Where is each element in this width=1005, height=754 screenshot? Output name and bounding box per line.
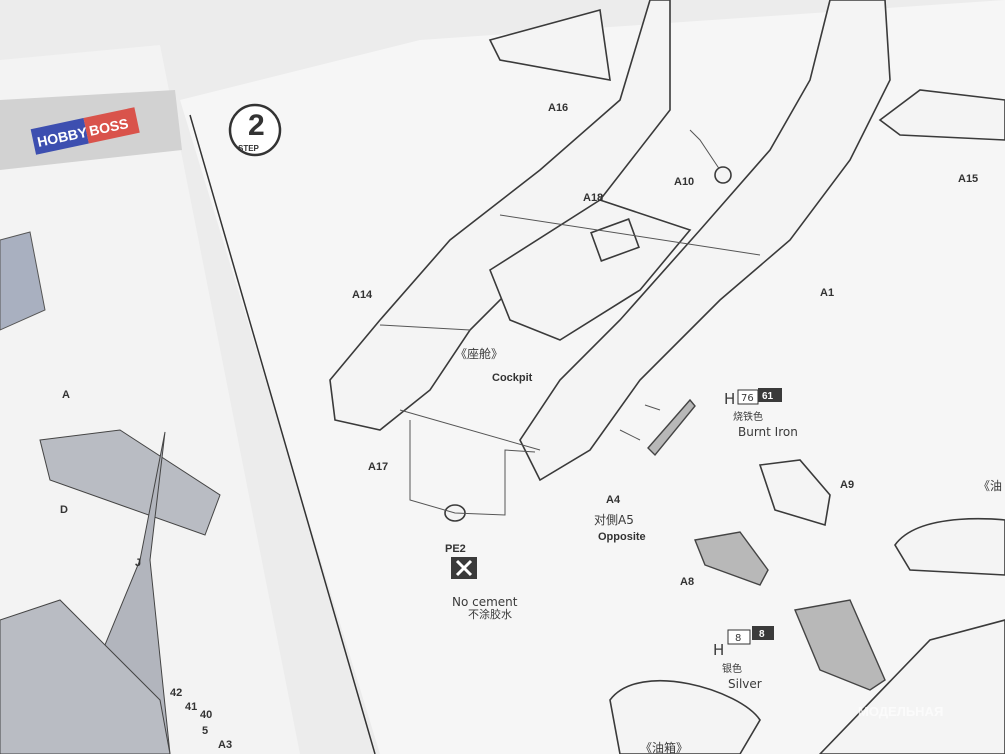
label-a8: A8 bbox=[680, 576, 694, 588]
tail-wheel-icon bbox=[714, 166, 732, 184]
label-5: 5 bbox=[202, 725, 208, 737]
paint1-code2: 61 bbox=[762, 391, 774, 402]
label-a17: A17 bbox=[368, 461, 388, 473]
label-a4: A4 bbox=[606, 494, 621, 506]
drop-tank-bottom bbox=[609, 679, 761, 754]
label-a: A bbox=[62, 389, 70, 401]
part-a8 bbox=[694, 531, 769, 586]
hobby-boss-logo: HOBBY BOSS bbox=[30, 107, 140, 155]
paint1-code1: 76 bbox=[741, 393, 754, 404]
paint1-prefix: H bbox=[724, 390, 735, 408]
label-a16: A16 bbox=[548, 102, 568, 114]
watermark: МОДЕЛЬНАЯ bbox=[858, 704, 943, 719]
edge-label-cn: 《油 bbox=[978, 479, 1002, 493]
paint2-prefix: H bbox=[713, 641, 724, 659]
left-wing-fragment bbox=[0, 231, 46, 331]
paint2-code2: 8 bbox=[759, 629, 765, 640]
step-number: 2 bbox=[248, 109, 265, 142]
label-a1: A1 bbox=[820, 287, 834, 299]
paint2-code1: 8 bbox=[735, 633, 741, 644]
paint-callout-silver: H 8 8 银色 Silver bbox=[713, 626, 774, 691]
step-badge: 2 STEP bbox=[228, 103, 282, 157]
part-a9 bbox=[758, 459, 831, 527]
assembly-guide-lines bbox=[379, 214, 761, 516]
label-a10: A10 bbox=[674, 176, 694, 188]
sheet-border bbox=[189, 114, 376, 754]
drop-tank-right bbox=[894, 517, 1005, 576]
wing-assembly bbox=[818, 619, 1005, 754]
paint1-name-en: Burnt Iron bbox=[738, 425, 798, 439]
tank-label-cn: 《油箱》 bbox=[640, 740, 688, 754]
cockpit-label-en: Cockpit bbox=[492, 372, 533, 384]
label-j: J bbox=[135, 557, 141, 569]
no-cement-label-en: No cement bbox=[452, 595, 518, 609]
seat bbox=[590, 218, 640, 262]
label-42: 42 bbox=[170, 687, 182, 699]
paint-callout-burnt-iron: H 76 61 烧铁色 Burnt Iron bbox=[724, 388, 798, 439]
part-a8-painted bbox=[794, 599, 886, 691]
label-a14: A14 bbox=[352, 289, 373, 301]
part-a15-tailplane bbox=[878, 89, 1005, 141]
part-a16-tailplane bbox=[488, 8, 611, 81]
no-cement-icon bbox=[451, 557, 477, 579]
fuselage bbox=[59, 431, 171, 754]
part-a4-exhaust bbox=[647, 398, 696, 457]
tailplane bbox=[39, 429, 221, 536]
opposite-label-en: Opposite bbox=[598, 531, 646, 543]
label-d: D bbox=[60, 504, 68, 516]
paint2-name-en: Silver bbox=[728, 677, 762, 691]
label-40: 40 bbox=[200, 709, 212, 721]
opposite-label-cn: 对側A5 bbox=[594, 513, 634, 527]
paint2-name-cn: 银色 bbox=[722, 662, 742, 675]
no-cement-label-cn: 不涂胶水 bbox=[468, 607, 512, 621]
label-a3: A3 bbox=[218, 739, 232, 751]
cockpit-floor bbox=[489, 199, 692, 341]
wing bbox=[0, 599, 171, 754]
step-label: STEP bbox=[238, 144, 260, 153]
label-pe2: PE2 bbox=[445, 543, 466, 555]
tail-wheel bbox=[689, 129, 721, 171]
cockpit-label-cn: 《座舱》 bbox=[455, 346, 503, 361]
label-a9: A9 bbox=[840, 479, 854, 491]
label-41: 41 bbox=[185, 701, 197, 713]
label-a15: A15 bbox=[958, 173, 978, 185]
left-sheet bbox=[0, 45, 300, 754]
fuselage-right-half bbox=[519, 0, 891, 482]
paint1-name-cn: 烧铁色 bbox=[733, 410, 763, 423]
label-a18: A18 bbox=[583, 192, 603, 204]
